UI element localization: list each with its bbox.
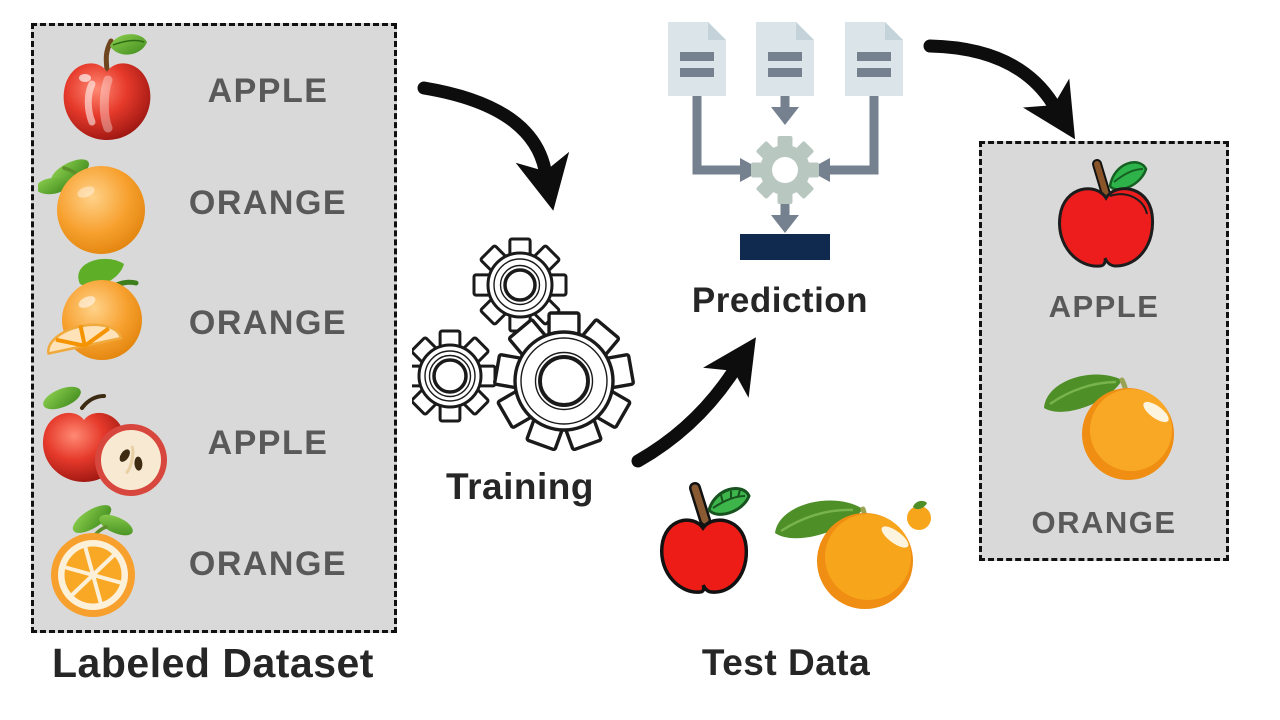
connector-lines (692, 96, 879, 215)
output-item-label: APPLE (1048, 289, 1160, 324)
apple-half-icon (42, 386, 167, 496)
apple-stem (80, 394, 106, 410)
orange-body (57, 166, 145, 254)
document-icon (756, 22, 814, 96)
orange-leaf (38, 177, 68, 195)
orange-halved-icon (51, 505, 135, 617)
dataset-item-label: ORANGE (188, 545, 348, 583)
dataset-item-label: ORANGE (188, 304, 348, 342)
orange-slice-icon (47, 258, 142, 360)
training-label: Training (446, 466, 594, 507)
apple-leaf (43, 386, 81, 410)
test-data-title: Test Data (701, 642, 871, 683)
output-bar (740, 234, 830, 260)
apple-stem (1094, 161, 1109, 197)
document-merge-gear-icon (668, 22, 903, 260)
apple-body (1058, 187, 1155, 268)
apple-leaf (110, 34, 147, 55)
gears-icon (412, 237, 635, 452)
apple-cartoon-icon (660, 482, 751, 594)
orange-cartoon-icon (775, 500, 931, 609)
orange-wedge (47, 323, 123, 356)
output-item-label: ORANGE (1031, 505, 1177, 540)
orange-photo-icon (38, 159, 145, 254)
dataset-item-label: ORANGE (188, 184, 348, 222)
apple-stem (103, 38, 114, 73)
arrow-prediction-to-output (923, 39, 1076, 140)
apple-cartoon-icon (1058, 159, 1155, 268)
dataset-item-label: APPLE (207, 72, 329, 110)
apple-stem (691, 484, 709, 524)
apple-body (63, 63, 151, 140)
baby-orange (907, 506, 931, 530)
orange-leaf (99, 514, 133, 536)
labeled-dataset-title: Labeled Dataset (52, 640, 374, 686)
document-icon (668, 22, 726, 96)
orange-leaf (72, 505, 112, 533)
document-icon (845, 22, 903, 96)
gear-big (493, 311, 635, 452)
apple-photo-icon (63, 34, 151, 140)
apple-leaf (1108, 161, 1148, 191)
orange-cartoon-icon (1044, 374, 1174, 480)
dataset-item-label: APPLE (207, 424, 329, 462)
apple-body (660, 518, 748, 594)
arrow-dataset-to-training (417, 81, 570, 211)
flow-gear-icon (751, 136, 819, 204)
apple-leaf (707, 487, 751, 516)
prediction-label: Prediction (691, 281, 869, 320)
gear-left (412, 329, 497, 423)
gear-top (472, 237, 568, 333)
orange-leaf (78, 258, 124, 287)
apple-half (95, 424, 167, 496)
